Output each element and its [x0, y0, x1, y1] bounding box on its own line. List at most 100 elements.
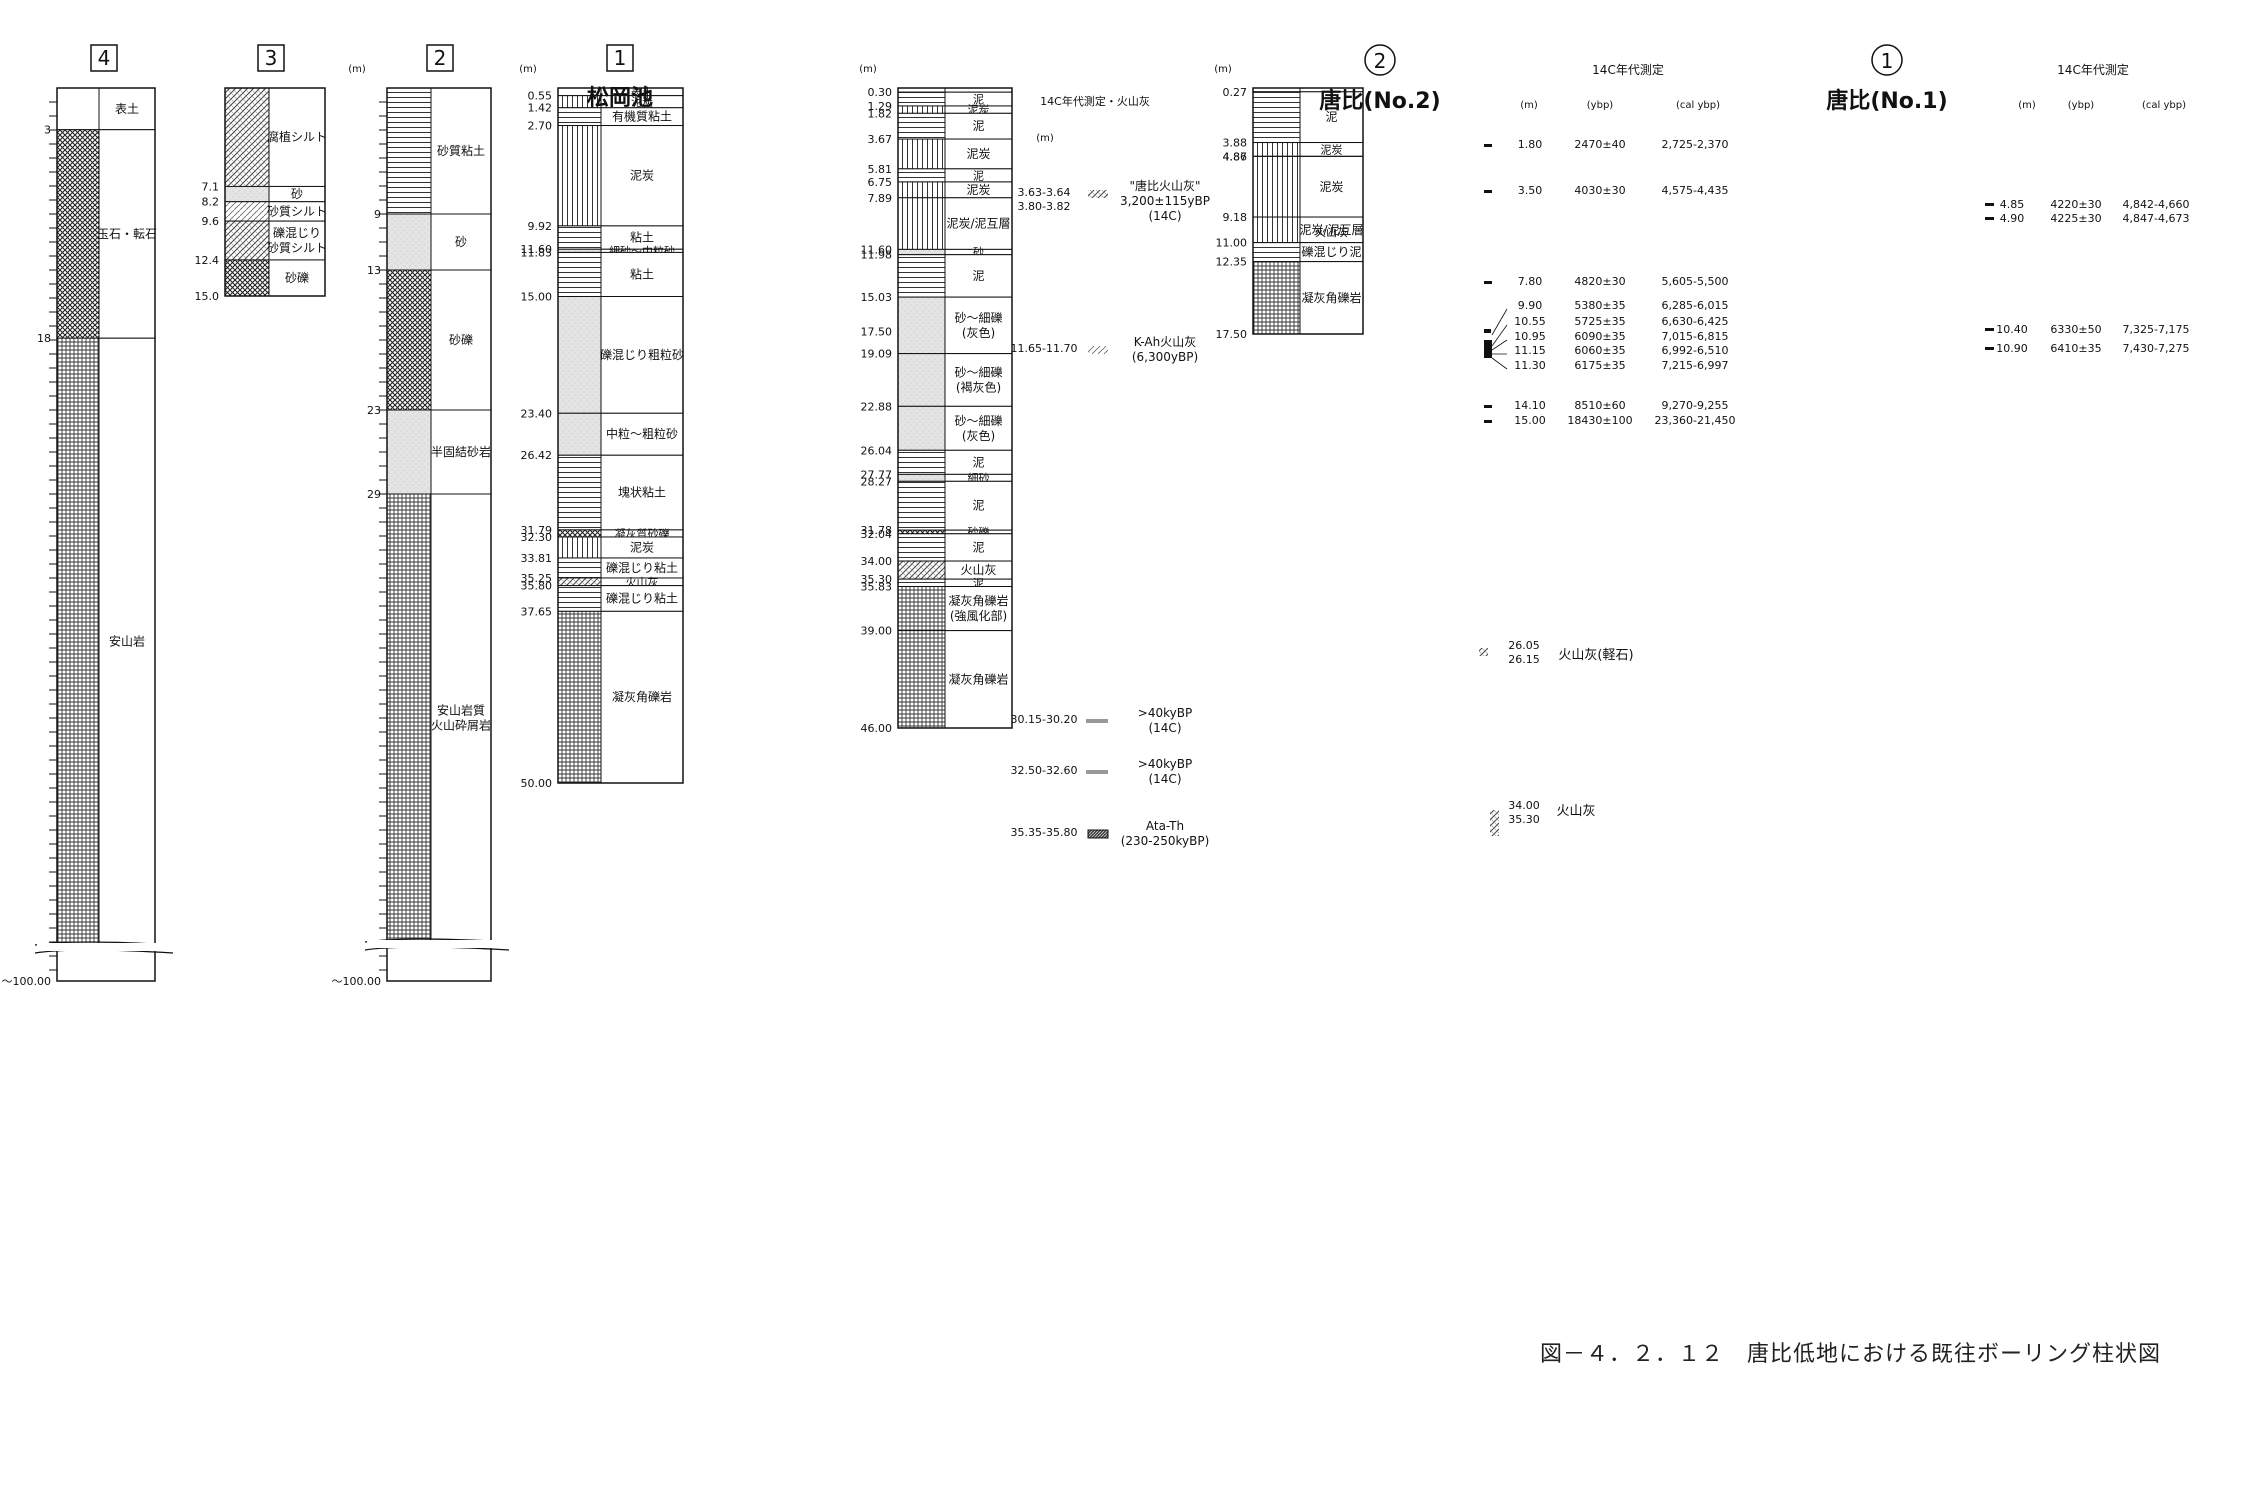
column-frame	[1252, 87, 1364, 335]
depth-label: 35.83	[861, 581, 893, 594]
layer-pattern	[224, 259, 270, 297]
layer-name: 安山岩質火山砕屑岩	[431, 703, 491, 733]
unit-label: (m)	[1036, 133, 1054, 144]
c14-ybp: 5725±35	[1574, 315, 1625, 328]
layer-name: 中粒～粗粒砂	[606, 426, 678, 441]
depth-label: 0.30	[868, 86, 893, 99]
layer-name: 凝灰角礫岩	[612, 689, 672, 704]
layer-pattern	[56, 87, 100, 131]
depth-label: 35.30	[861, 573, 893, 586]
depth-label: 35.25	[521, 572, 553, 585]
layer-pattern	[557, 585, 602, 612]
annotation-text: >40kyBP(14C)	[1138, 757, 1192, 786]
depth-label: 17.50	[1216, 328, 1248, 341]
layer-pattern	[557, 577, 602, 587]
layer-pattern	[897, 197, 946, 250]
depth-label: 23.40	[521, 407, 553, 420]
depth-label: 32.30	[521, 531, 553, 544]
c14-cal: 5,605-5,500	[1662, 275, 1729, 288]
c14-header: 14C年代測定	[1592, 62, 1664, 77]
depth-label: 0.27	[1223, 86, 1248, 99]
unit-label: (cal ybp)	[1676, 100, 1720, 111]
layer-label-cell	[944, 480, 1013, 531]
depth-label: 3	[44, 124, 51, 137]
layer-pattern	[557, 296, 602, 414]
annotation-text: >40kyBP(14C)	[1138, 706, 1192, 735]
c14-depth: 1.80	[1518, 138, 1543, 151]
layer-label-cell	[430, 87, 492, 215]
layer-label-cell	[98, 129, 156, 339]
layer-pattern	[224, 220, 270, 261]
annotation-depth: 35.35-35.80	[1011, 826, 1078, 839]
layer-pattern	[224, 87, 270, 187]
ash-symbol	[1490, 810, 1499, 836]
layer-pattern	[897, 248, 946, 256]
depth-label: 39.00	[861, 625, 893, 638]
depth-label: 31.78	[861, 524, 893, 537]
depth-label: 2.70	[528, 120, 553, 133]
c14-ybp: 4820±30	[1574, 275, 1625, 288]
layer-name: 泥	[973, 577, 984, 590]
layer-label-cell	[944, 449, 1013, 475]
layer-name: 砂	[291, 187, 303, 201]
layer-name: 砂～細礫(褐灰色)	[954, 365, 1002, 395]
figure-caption: 図－４．２．１２ 唐比低地における既往ボーリング柱状図	[1540, 1342, 2162, 1367]
layer-pattern	[1252, 155, 1301, 218]
layer-name: 凝灰角礫岩	[1301, 290, 1361, 305]
depth-label: 34.00	[861, 555, 893, 568]
layer-label-cell	[600, 610, 684, 784]
layer-pattern	[897, 533, 946, 562]
layer-pattern	[386, 87, 432, 215]
c14-ybp: 4225±30	[2050, 212, 2101, 225]
layer-label-cell	[944, 138, 1013, 170]
layer-pattern	[557, 454, 602, 531]
annotation-depth: 30.15-30.20	[1011, 713, 1078, 726]
c14-depth: 15.00	[1514, 414, 1546, 427]
depth-label: 13	[367, 264, 381, 277]
layer-label-cell	[944, 533, 1013, 562]
c14-depth: 9.90	[1518, 299, 1543, 312]
layer-name: 塊状粘土	[618, 485, 666, 500]
karahi-no1-label: 1	[1881, 49, 1894, 73]
depth-label: 29	[367, 488, 381, 501]
layer-pattern	[897, 586, 946, 632]
c14-cal: 7,325-7,175	[2123, 323, 2190, 336]
c14-marker	[1484, 340, 1492, 358]
c14-depth: 4.90	[2000, 212, 2025, 225]
c14-ybp: 6090±35	[1574, 330, 1625, 343]
unit-label: (m)	[1214, 64, 1232, 75]
borehole-karahi-no1: 泥泥炭泥炭泥炭/泥互層礫混じり泥凝灰角礫岩0.273.884.864.879.1…	[1214, 64, 1364, 341]
annotation-text: Ata-Th(230-250kyBP)	[1121, 819, 1210, 848]
depth-label: 1.29	[868, 100, 893, 113]
layer-label-cell	[600, 125, 684, 227]
layer-name: 泥炭	[631, 96, 653, 109]
c14-ybp: 6060±35	[1574, 344, 1625, 357]
c14-depth: 4.85	[2000, 198, 2025, 211]
c14-depth: 10.90	[1996, 342, 2028, 355]
c14-depth: 3.50	[1518, 184, 1543, 197]
layer-pattern	[897, 529, 946, 535]
column-frame	[386, 87, 492, 982]
layer-name: 泥	[973, 169, 984, 182]
depth-label: 12.4	[195, 254, 220, 267]
depth-label: 3.67	[868, 133, 893, 146]
c14-cal: 6,285-6,015	[1662, 299, 1729, 312]
c14-depth: 14.10	[1514, 399, 1546, 412]
depth-label: 19.09	[861, 348, 893, 361]
layer-label-cell	[944, 254, 1013, 298]
borehole-2-label-box	[426, 44, 454, 72]
borehole-1-label-box	[606, 44, 634, 72]
borehole-karahi-no2: 泥泥炭泥泥炭泥泥炭泥炭/泥互層砂泥砂～細礫(灰色)砂～細礫(褐灰色)砂～細礫(灰…	[859, 64, 1013, 735]
borehole-3-label: 3	[265, 46, 278, 70]
layer-name: 礫混じり粗粒砂	[600, 347, 684, 362]
c14-ybp: 4030±30	[1574, 184, 1625, 197]
annotation-symbol	[1088, 190, 1108, 198]
borehole-3-label-box	[257, 44, 285, 72]
unit-label: (ybp)	[2068, 100, 2095, 111]
c14-ybp: 4220±30	[2050, 198, 2101, 211]
depth-label: 31.79	[521, 524, 553, 537]
c14-ybp: 6410±35	[2050, 342, 2101, 355]
